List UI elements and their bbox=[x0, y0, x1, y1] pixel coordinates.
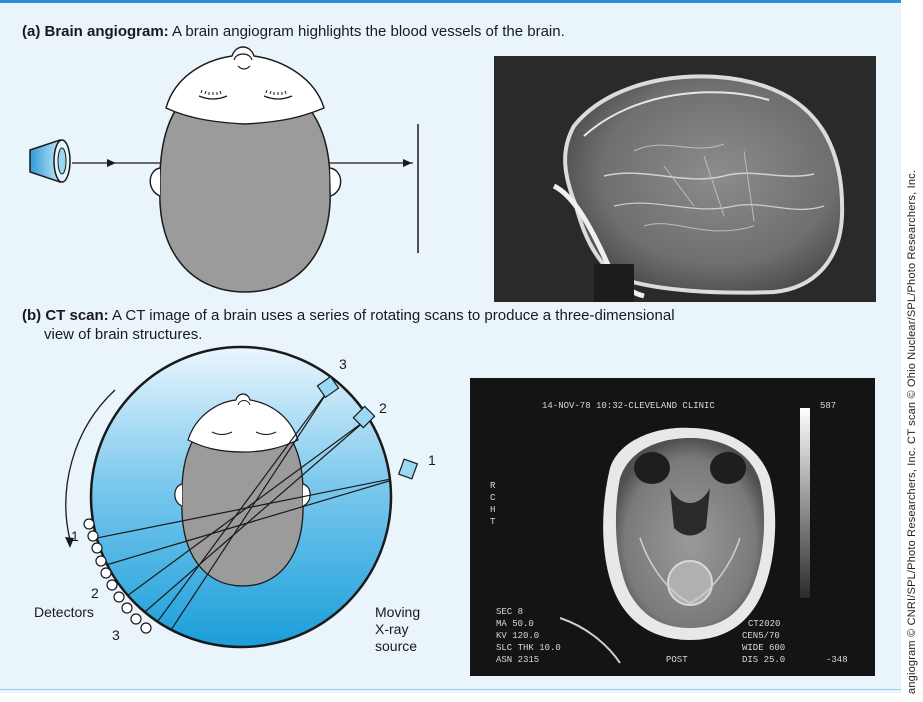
ct-side-text-1: R bbox=[490, 481, 496, 491]
source-position-1-label: 1 bbox=[428, 452, 436, 468]
ct-side-text-3: H bbox=[490, 505, 495, 515]
ct-overlay-top-right: 587 bbox=[820, 401, 836, 411]
detector-position-1-label: 1 bbox=[71, 528, 79, 544]
ct-left-line-3: KV 120.0 bbox=[496, 631, 539, 641]
ct-left-line-1: SEC 8 bbox=[496, 607, 523, 617]
ct-right-line-4: DIS 25.0 bbox=[742, 655, 785, 665]
ct-left-line-4: SLC THK 10.0 bbox=[496, 643, 561, 653]
photo-credit: angiogram © CNRI/SPL/Photo Researchers, … bbox=[906, 4, 920, 694]
ct-overlay-header: 14-NOV-78 10:32-CLEVELAND CLINIC bbox=[542, 401, 715, 411]
ct-overlay-bottom-right: -348 bbox=[826, 655, 848, 665]
source-position-3-label: 3 bbox=[339, 356, 347, 372]
ct-overlay-post: POST bbox=[666, 655, 688, 665]
moving-xray-source-label: Moving X-ray source bbox=[375, 604, 420, 655]
ct-right-line-3: WIDE 600 bbox=[742, 643, 785, 653]
ct-scan-photo: 14-NOV-78 10:32-CLEVELAND CLINIC 587 R C… bbox=[470, 378, 875, 676]
source-position-2-label: 2 bbox=[379, 400, 387, 416]
source-label-line-3: source bbox=[375, 638, 420, 655]
ct-side-text-2: C bbox=[490, 493, 496, 503]
source-label-line-1: Moving bbox=[375, 604, 420, 621]
ct-left-line-5: ASN 2315 bbox=[496, 655, 539, 665]
ct-right-line-1: CT2020 bbox=[748, 619, 780, 629]
ct-side-text-4: T bbox=[490, 517, 496, 527]
detectors-label: Detectors bbox=[34, 604, 94, 620]
detector-position-3-label: 3 bbox=[112, 627, 120, 643]
detector-position-2-label: 2 bbox=[91, 585, 99, 601]
source-label-line-2: X-ray bbox=[375, 621, 420, 638]
ct-right-line-2: CEN5/70 bbox=[742, 631, 780, 641]
ct-left-line-2: MA 50.0 bbox=[496, 619, 534, 629]
